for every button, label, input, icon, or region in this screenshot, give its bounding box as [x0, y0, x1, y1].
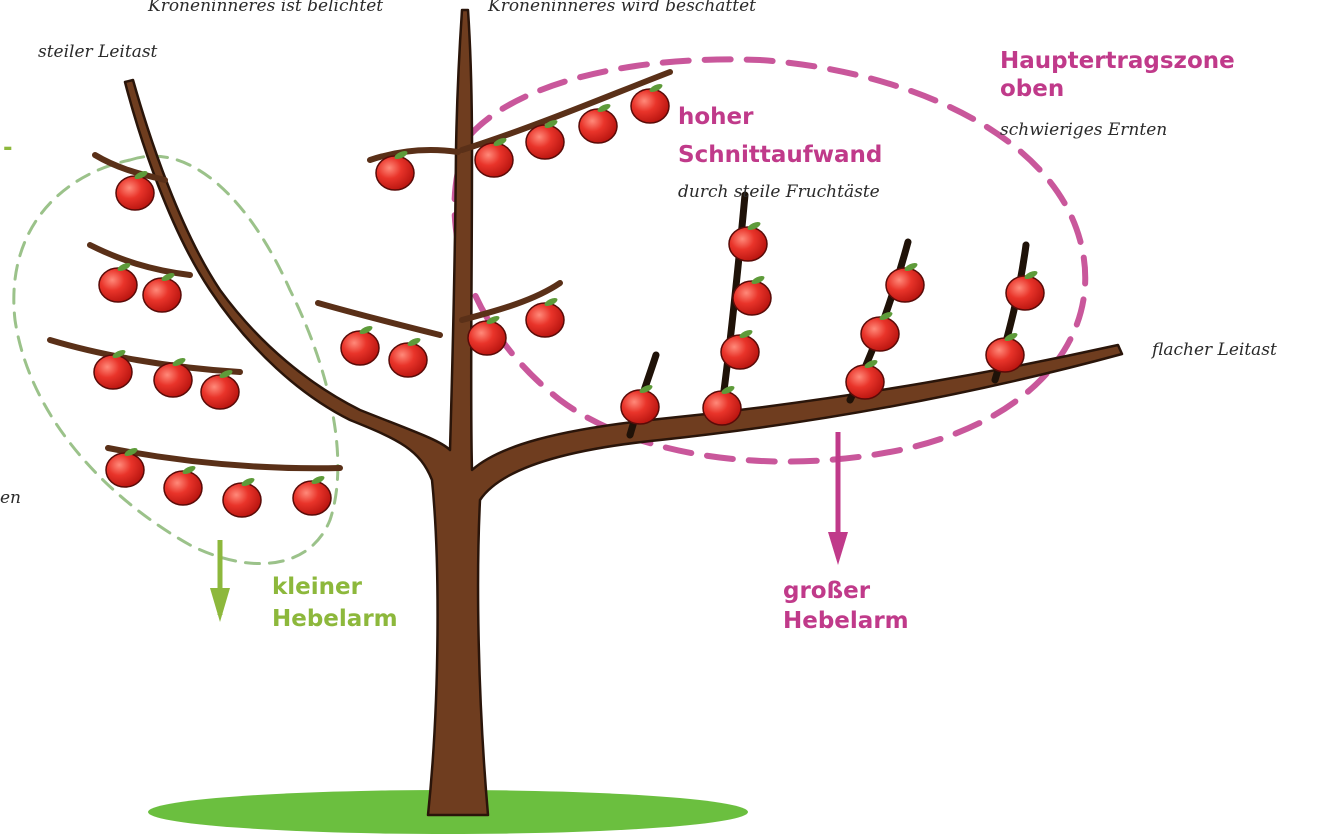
label-cut-dash: -	[3, 135, 13, 162]
apple	[621, 383, 659, 424]
branch-mid-3	[318, 303, 440, 335]
apple	[389, 336, 427, 377]
label-main-yield-zone-top: oben	[1000, 76, 1064, 103]
apple	[729, 220, 767, 261]
label-large-lever-2: Hebelarm	[783, 608, 909, 635]
apple	[846, 358, 884, 399]
branch-left-2	[90, 245, 190, 275]
apple	[293, 474, 331, 515]
label-steep-leader: steiler Leitast	[38, 42, 157, 62]
apple	[703, 384, 741, 425]
label-crown-lit: Kroneninneres ist belichtet	[148, 0, 383, 16]
middle-branches	[318, 72, 670, 335]
apple	[526, 296, 564, 337]
label-steep-fruit-branches: durch steile Fruchtäste	[678, 182, 880, 202]
apple	[986, 331, 1024, 372]
label-high-pruning-2: Schnittaufwand	[678, 142, 882, 169]
small-lever-arrowhead	[210, 588, 230, 622]
apple	[631, 82, 669, 123]
apple	[468, 314, 506, 355]
label-high-pruning-1: hoher	[678, 104, 754, 131]
label-crown-shaded: Kroneninneres wird beschattet	[488, 0, 756, 16]
label-large-lever-1: großer	[783, 578, 870, 605]
branch-left-3	[50, 340, 240, 372]
label-main-yield-zone: Hauptertragszone	[1000, 48, 1235, 75]
apple	[164, 464, 202, 505]
apple	[223, 476, 261, 517]
apple	[1006, 269, 1044, 310]
apple	[99, 261, 137, 302]
large-lever-arrowhead	[828, 532, 848, 565]
left-branches	[50, 155, 340, 468]
label-cut-suffix: en	[0, 488, 21, 508]
apple	[886, 261, 924, 302]
label-small-lever-2: Hebelarm	[272, 606, 398, 633]
apple	[143, 271, 181, 312]
label-small-lever-1: kleiner	[272, 574, 362, 601]
label-flat-leader: flacher Leitast	[1152, 340, 1277, 360]
apple	[721, 328, 759, 369]
apple	[861, 310, 899, 351]
label-difficult-harvest: schwieriges Ernten	[1000, 120, 1167, 140]
branch-mid-1	[370, 150, 458, 160]
apple	[341, 324, 379, 365]
